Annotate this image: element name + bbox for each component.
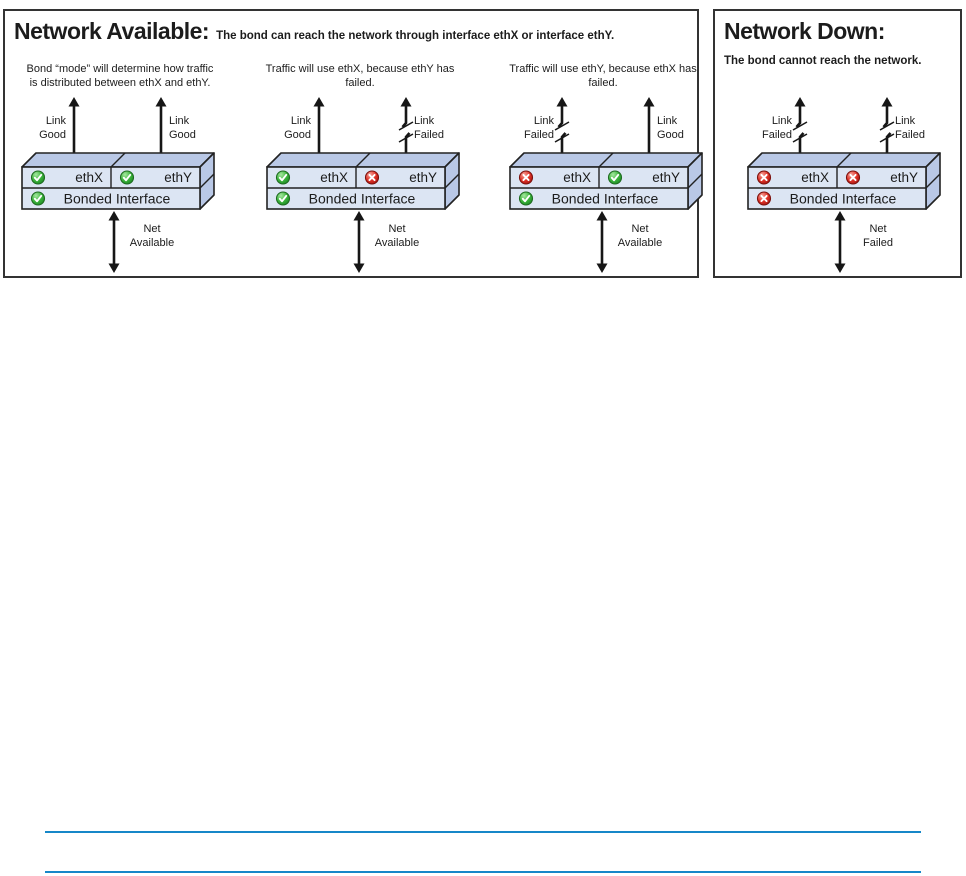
ethY-label: ethY [164,170,192,185]
net-arrow [108,211,120,273]
scenario-bond-mode: Bond “mode” will determine how traffic i… [21,63,215,273]
ethY-status-icon [119,170,135,185]
right-link-label-line1: Link [169,115,190,127]
left-link-label-line1: Link [46,115,67,127]
net-label-line2: Failed [863,237,893,249]
ethY-status-icon [607,170,623,185]
ethX-status-icon [30,170,46,185]
net-arrow [596,211,608,273]
net-label-line2: Available [130,237,174,249]
footer-rule-top [45,831,921,833]
net-arrow [353,211,365,273]
ethY-status-icon [845,170,861,185]
ethX-label: ethX [563,170,591,185]
right-link-label-line1: Link [414,115,435,127]
ethY-label: ethY [890,170,918,185]
scenario-ethx-active: Traffic will use ethX, because ethY has … [266,63,460,273]
right-link-label-line2: Good [657,129,684,141]
left-link-label-line2: Failed [524,129,554,141]
right-link-label-line1: Link [657,115,678,127]
left-link-label-line2: Good [39,129,66,141]
panel-down-header: Network Down: [715,11,960,45]
net-label-line2: Available [375,237,419,249]
scenario-ethy-active: Traffic will use ethY, because ethX has … [509,63,703,273]
bond-status-icon [275,191,291,206]
scenario-description-line2: is distributed between ethX and ethY. [30,77,211,89]
ethY-label: ethY [652,170,680,185]
right-link-label-line1: Link [895,115,916,127]
ethY-label: ethY [409,170,437,185]
panel-network-down: Network Down: The bond cannot reach the … [713,9,962,278]
ethX-status-icon [518,170,534,185]
net-label-line2: Available [618,237,662,249]
bond-label: Bonded Interface [309,191,416,207]
right-link-label-line2: Failed [414,129,444,141]
right-link-label-line2: Good [169,129,196,141]
bond-status-icon [756,191,772,206]
net-label-line1: Net [143,223,160,235]
net-label-line1: Net [388,223,405,235]
left-link-label-line2: Failed [762,129,792,141]
bond-label: Bonded Interface [790,191,897,207]
ethX-label: ethX [75,170,103,185]
panel-down-subtitle: The bond cannot reach the network. [724,55,922,67]
net-label-line1: Net [631,223,648,235]
net-label-line1: Net [869,223,886,235]
ethX-label: ethX [320,170,348,185]
scenario-description-line1: Bond “mode” will determine how traffic [27,63,214,75]
bonded-box: ethX ethY Bonded Interface [747,152,941,210]
ethX-status-icon [756,170,772,185]
bonded-box: ethX ethY Bonded Interface [509,152,703,210]
footer-rule-bottom [45,871,921,873]
panel-available-subtitle: The bond can reach the network through i… [216,30,615,42]
left-link-label-line1: Link [291,115,312,127]
left-link-label-line2: Good [284,129,311,141]
scenario-description-line2: failed. [588,77,617,89]
bond-status-icon [518,191,534,206]
scenario-description-line1: Traffic will use ethY, because ethX has [509,63,697,75]
net-arrow [834,211,846,273]
scenario-description-line1: Traffic will use ethX, because ethY has [266,63,455,75]
bond-status-icon [30,191,46,206]
panel-network-available: Network Available: The bond can reach th… [3,9,699,278]
ethY-status-icon [364,170,380,185]
bond-label: Bonded Interface [552,191,659,207]
right-link-label-line2: Failed [895,129,925,141]
bonded-box: ethX ethY Bonded Interface [266,152,460,210]
left-link-label-line1: Link [534,115,555,127]
scenario-description-line2: failed. [345,77,374,89]
ethX-status-icon [275,170,291,185]
bonded-box: ethX ethY Bonded Interface [21,152,215,210]
panel-available-header: Network Available: The bond can reach th… [5,11,697,45]
panel-down-title: Network Down: [724,18,885,44]
scenario-network-down: Link Failed Link Failed ethX ethY Bonded… [747,97,941,273]
left-link-label-line1: Link [772,115,793,127]
panel-available-title: Network Available: [14,18,210,44]
ethX-label: ethX [801,170,829,185]
bond-label: Bonded Interface [64,191,171,207]
